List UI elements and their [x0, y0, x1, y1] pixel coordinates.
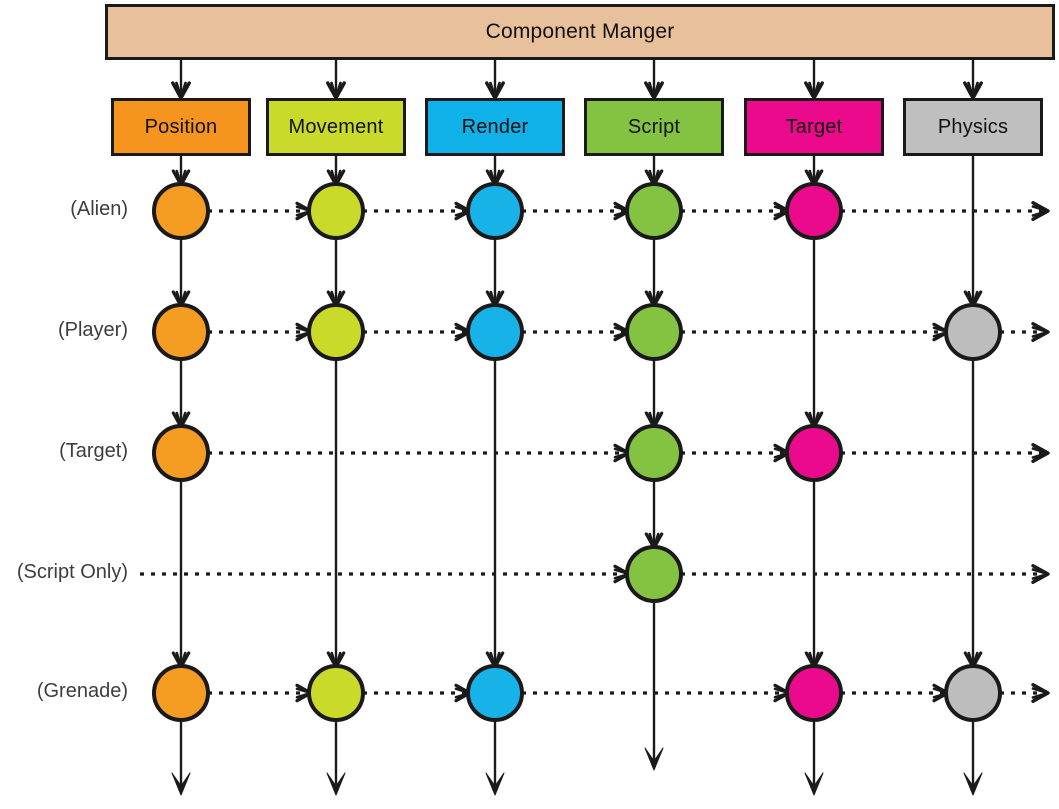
- component-box-position[interactable]: Position: [111, 98, 251, 156]
- component-node-grenade-physics[interactable]: [944, 664, 1002, 722]
- component-box-movement[interactable]: Movement: [266, 98, 406, 156]
- component-node-player-physics[interactable]: [944, 303, 1002, 361]
- component-node-player-movement[interactable]: [307, 303, 365, 361]
- manager-to-position-connector: [171, 60, 191, 100]
- entity-row-label-grenade: (Grenade): [36, 680, 128, 702]
- manager-to-target-connector: [804, 60, 824, 100]
- component-node-target-target[interactable]: [785, 424, 843, 482]
- component-node-grenade-render[interactable]: [466, 664, 524, 722]
- component-node-script_only-script[interactable]: [625, 545, 683, 603]
- entity-row-label-alien: (Alien): [70, 198, 128, 220]
- component-node-alien-target[interactable]: [785, 182, 843, 240]
- component-node-target-script[interactable]: [625, 424, 683, 482]
- component-node-player-render[interactable]: [466, 303, 524, 361]
- component-node-alien-script[interactable]: [625, 182, 683, 240]
- component-node-player-script[interactable]: [625, 303, 683, 361]
- component-box-label: Script: [627, 115, 681, 138]
- component-node-target-position[interactable]: [152, 424, 210, 482]
- entity-row-label-script_only: (Script Only): [16, 561, 128, 583]
- physics-column-chain: [963, 156, 983, 796]
- component-box-label: Render: [461, 115, 529, 138]
- component-box-render[interactable]: Render: [425, 98, 565, 156]
- manager-to-script-connector: [644, 60, 664, 100]
- component-node-grenade-movement[interactable]: [307, 664, 365, 722]
- component-box-label: Position: [144, 115, 218, 138]
- manager-to-physics-connector: [963, 60, 983, 100]
- entity-row-label-player: (Player): [57, 319, 128, 341]
- component-node-alien-movement[interactable]: [307, 182, 365, 240]
- component-box-label: Target: [785, 115, 843, 138]
- component-node-grenade-position[interactable]: [152, 664, 210, 722]
- entity-row-label-target: (Target): [59, 440, 128, 462]
- component-box-target[interactable]: Target: [744, 98, 884, 156]
- component-node-player-position[interactable]: [152, 303, 210, 361]
- component-box-label: Physics: [937, 115, 1009, 138]
- manager-to-render-connector: [485, 60, 505, 100]
- manager-to-movement-connector: [326, 60, 346, 100]
- component-node-alien-render[interactable]: [466, 182, 524, 240]
- component-manager-bar[interactable]: Component Manger: [105, 4, 1055, 60]
- component-node-grenade-target[interactable]: [785, 664, 843, 722]
- position-column-chain: [171, 156, 191, 796]
- entity-chain-script_only: [140, 564, 1050, 584]
- component-node-alien-position[interactable]: [152, 182, 210, 240]
- component-manager-label: Component Manger: [485, 20, 675, 43]
- component-box-physics[interactable]: Physics: [903, 98, 1043, 156]
- component-box-label: Movement: [288, 115, 384, 138]
- component-box-script[interactable]: Script: [584, 98, 724, 156]
